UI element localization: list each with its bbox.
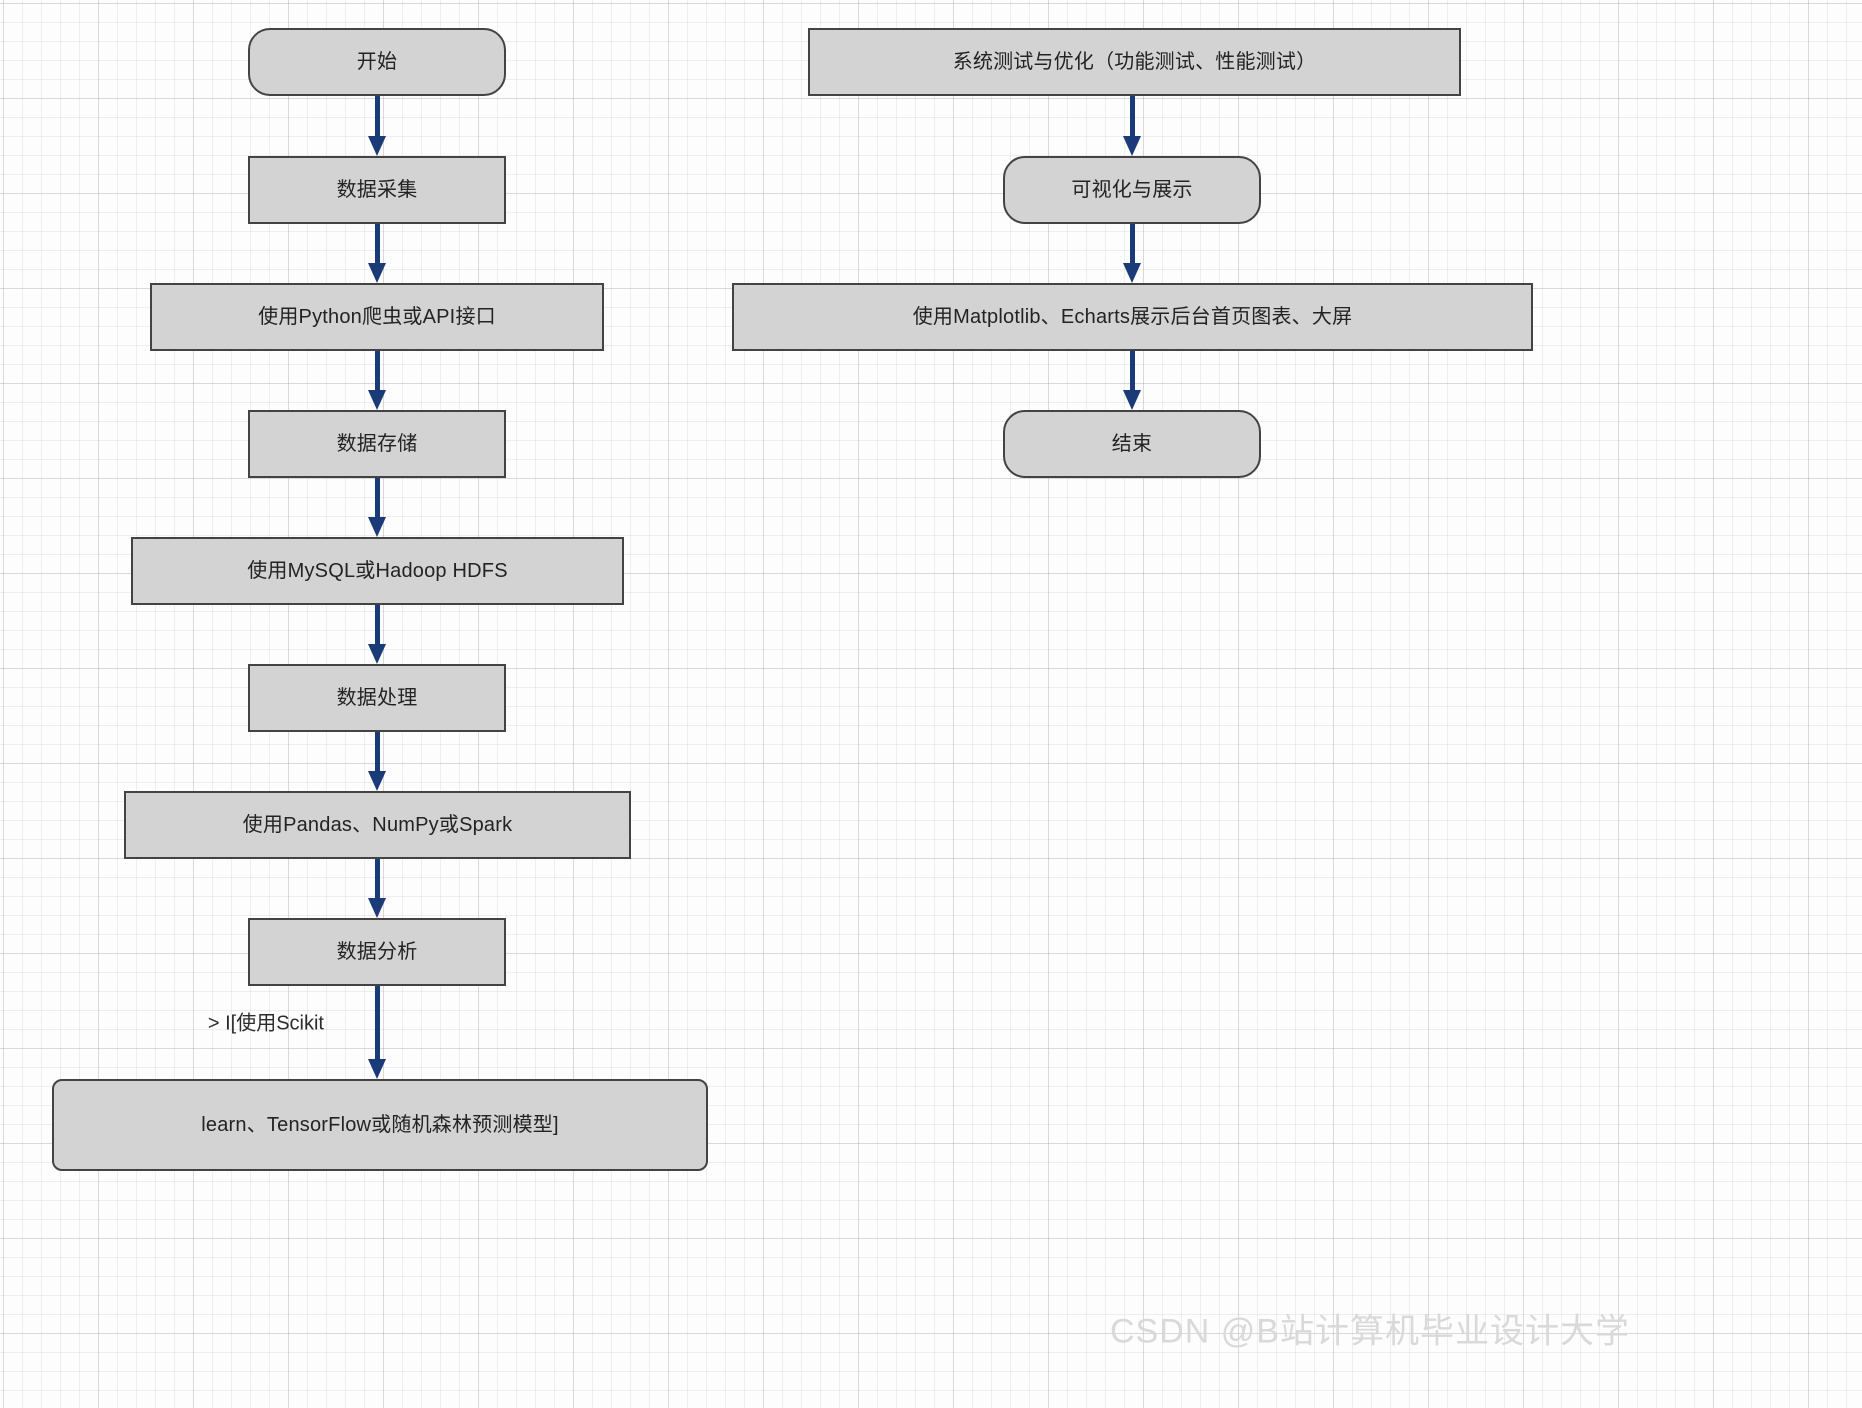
csdn-watermark: CSDN @B站计算机毕业设计大学 xyxy=(1110,1312,1630,1351)
edge-line xyxy=(1130,96,1135,138)
flow-node-collect[interactable]: 数据采集 xyxy=(248,156,506,224)
edge-line xyxy=(1130,224,1135,265)
arrow-head-icon xyxy=(1123,136,1141,156)
edge-line xyxy=(375,224,380,265)
arrow-head-icon xyxy=(368,898,386,918)
flow-edge-analyze-to-model xyxy=(368,986,386,1079)
arrow-head-icon xyxy=(368,263,386,283)
edge-line xyxy=(375,351,380,392)
flow-node-process_how[interactable]: 使用Pandas、NumPy或Spark xyxy=(124,791,631,859)
flow-edge-store-to-store_how xyxy=(368,478,386,537)
edge-line xyxy=(375,859,380,900)
flow-edge-process-to-process_how xyxy=(368,732,386,791)
flow-node-collect_how[interactable]: 使用Python爬虫或API接口 xyxy=(150,283,604,351)
flow-edge-start-to-collect xyxy=(368,96,386,156)
flow-node-model[interactable]: learn、TensorFlow或随机森林预测模型] xyxy=(52,1079,708,1171)
flow-node-store[interactable]: 数据存储 xyxy=(248,410,506,478)
flow-edge-collect_how-to-store xyxy=(368,351,386,410)
flow-node-test[interactable]: 系统测试与优化（功能测试、性能测试） xyxy=(808,28,1461,96)
edge-line xyxy=(375,96,380,138)
flow-node-start[interactable]: 开始 xyxy=(248,28,506,96)
edge-line xyxy=(375,986,380,1061)
edge-line xyxy=(375,478,380,519)
flow-node-process[interactable]: 数据处理 xyxy=(248,664,506,732)
flow-edge-collect-to-collect_how xyxy=(368,224,386,283)
arrow-head-icon xyxy=(368,1059,386,1079)
edge-line xyxy=(375,605,380,646)
arrow-head-icon xyxy=(368,771,386,791)
flow-node-visual[interactable]: 可视化与展示 xyxy=(1003,156,1261,224)
flow-edge-process_how-to-analyze xyxy=(368,859,386,918)
arrow-head-icon xyxy=(368,136,386,156)
flow-edge-store_how-to-process xyxy=(368,605,386,664)
arrow-head-icon xyxy=(368,517,386,537)
flow-edge-visual-to-visual_how xyxy=(1123,224,1141,283)
arrow-head-icon xyxy=(1123,263,1141,283)
edge-line xyxy=(1130,351,1135,392)
arrow-head-icon xyxy=(368,644,386,664)
flow-node-store_how[interactable]: 使用MySQL或Hadoop HDFS xyxy=(131,537,624,605)
flow-node-analyze[interactable]: 数据分析 xyxy=(248,918,506,986)
flow-edge-visual_how-to-end xyxy=(1123,351,1141,410)
edge-line xyxy=(375,732,380,773)
arrow-head-icon xyxy=(368,390,386,410)
flow-edge-test-to-visual xyxy=(1123,96,1141,156)
flow-node-visual_how[interactable]: 使用Matplotlib、Echarts展示后台首页图表、大屏 xyxy=(732,283,1533,351)
flow-node-end[interactable]: 结束 xyxy=(1003,410,1261,478)
flow-edge-label-analyze-to-model: > I[使用Scikit xyxy=(207,1012,324,1035)
arrow-head-icon xyxy=(1123,390,1141,410)
